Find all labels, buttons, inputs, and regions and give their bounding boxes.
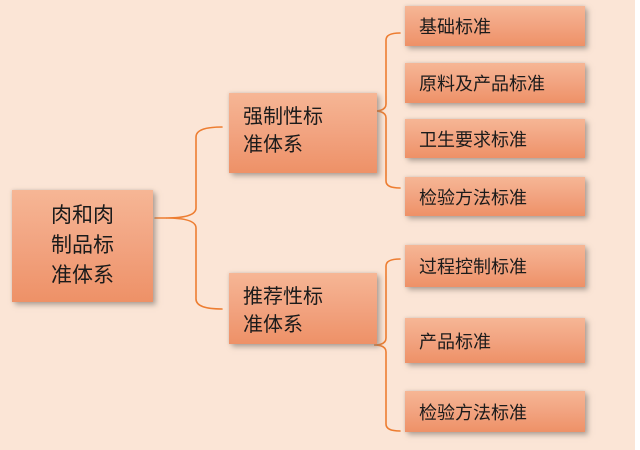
branch-label-line: 推荐性标: [243, 286, 323, 308]
root-node: 肉和肉 制品标 准体系: [12, 190, 153, 302]
right-edge-strip: [635, 0, 640, 450]
leaf-node-basic-standards: 基础标准: [405, 6, 585, 46]
root-brace: [165, 126, 223, 310]
root-node-label-line: 制品标: [51, 234, 114, 257]
leaf-node-inspection-method-standards: 检验方法标准: [405, 177, 585, 216]
leaf-node-product-standards: 产品标准: [405, 318, 585, 363]
leaf-node-raw-material-product-standards: 原料及产品标准: [405, 63, 585, 103]
branch-label-line: 准体系: [243, 314, 303, 336]
mandatory-brace: [373, 32, 401, 189]
root-node-label-line: 准体系: [51, 264, 114, 287]
root-node-label-line: 肉和肉: [51, 204, 114, 227]
branch-label-line: 强制性标: [243, 106, 323, 128]
leaf-node-hygiene-requirement-standards: 卫生要求标准: [405, 119, 585, 158]
branch-node-mandatory: 强制性标 准体系: [229, 93, 377, 173]
branch-label-line: 准体系: [243, 134, 303, 156]
branch-node-recommended: 推荐性标 准体系: [229, 273, 377, 344]
leaf-node-inspection-method-standards-2: 检验方法标准: [405, 391, 585, 432]
leaf-node-process-control-standards: 过程控制标准: [405, 245, 585, 287]
recommended-brace: [373, 258, 401, 432]
